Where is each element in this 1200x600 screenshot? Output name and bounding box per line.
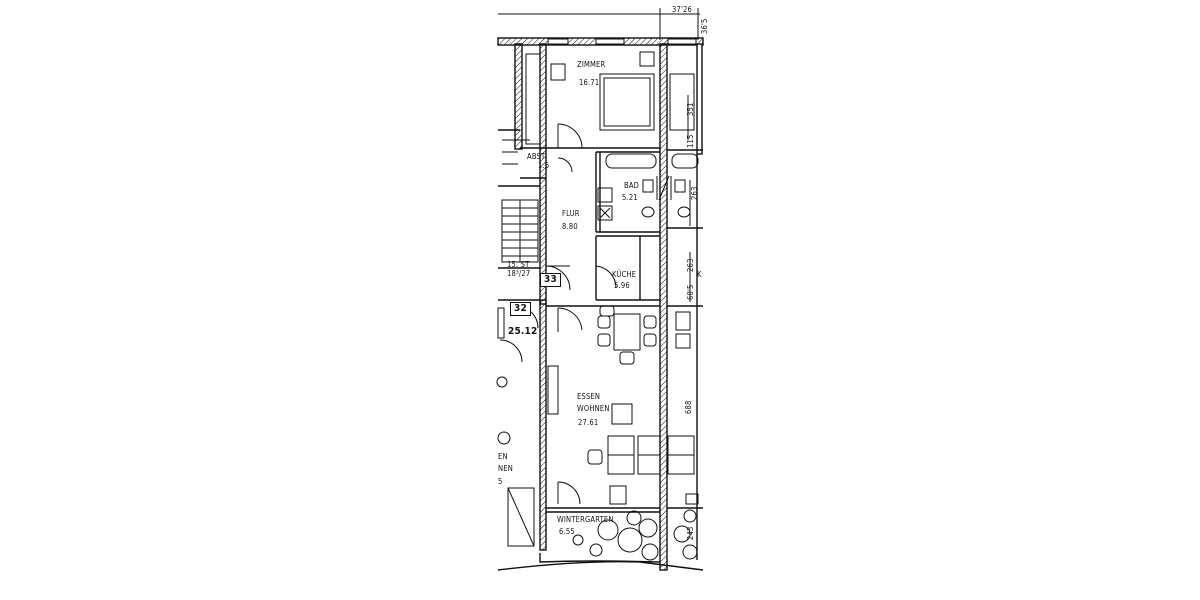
right-dimension-ticks — [687, 95, 691, 302]
left-fragment-1: EN — [498, 452, 508, 461]
unit-number-32: 32 — [510, 302, 531, 316]
dimension-351: 351 — [686, 102, 695, 116]
flur-area: 8.80 — [562, 222, 578, 231]
bathroom-fixtures — [597, 153, 699, 221]
kueche-name: KÜCHE — [612, 270, 637, 279]
dimension-60-5: 60'5 — [686, 284, 695, 300]
wintergarten-plants — [572, 509, 698, 561]
top-dimension-line — [498, 8, 700, 40]
left-fragment-2: NEN — [498, 464, 513, 473]
left-unit-furniture — [496, 307, 535, 547]
bed — [525, 51, 695, 145]
bad-name: BAD — [624, 181, 640, 190]
bad-area: 5.21 — [622, 193, 638, 202]
stair-label-2: 18³/27 — [507, 269, 531, 278]
top-windows — [547, 38, 697, 45]
abst-area: 1.5 — [538, 161, 550, 170]
dimension-688: 688 — [684, 400, 693, 414]
flur-name: FLUR — [562, 209, 580, 218]
stair-label-1: 15. ST — [507, 260, 530, 269]
wintergarten-area: 6.55 — [559, 527, 575, 536]
left-fragment-3: 5 — [498, 477, 503, 486]
zimmer-area: 16.71 — [579, 78, 600, 87]
abst-name: ABST. — [527, 152, 547, 161]
essen-name: ESSEN — [577, 392, 601, 401]
dining-furniture — [597, 305, 691, 365]
dimension-243: 243 — [686, 526, 695, 540]
unit-number-33: 33 — [540, 273, 561, 287]
top-right-dimension-label: 36'5 — [700, 18, 709, 34]
living-furniture — [547, 365, 699, 505]
zimmer-name: ZIMMER — [577, 60, 606, 69]
dimension-263-a: 263 — [690, 186, 699, 200]
dimension-115: 115 — [686, 134, 695, 148]
wohnen-name: WOHNEN — [577, 404, 610, 413]
stairs — [501, 139, 539, 263]
wintergarten-name: WINTERGARTEN — [557, 515, 614, 524]
essen-wohnen-area: 27.61 — [578, 418, 599, 427]
dimension-263-b: 263 — [686, 258, 695, 272]
left-unit-area: 25.12 — [508, 326, 538, 337]
top-dimension-label: 37'26 — [672, 5, 693, 14]
right-fragment-k: K — [697, 270, 702, 279]
kueche-area: 5.96 — [614, 281, 630, 290]
